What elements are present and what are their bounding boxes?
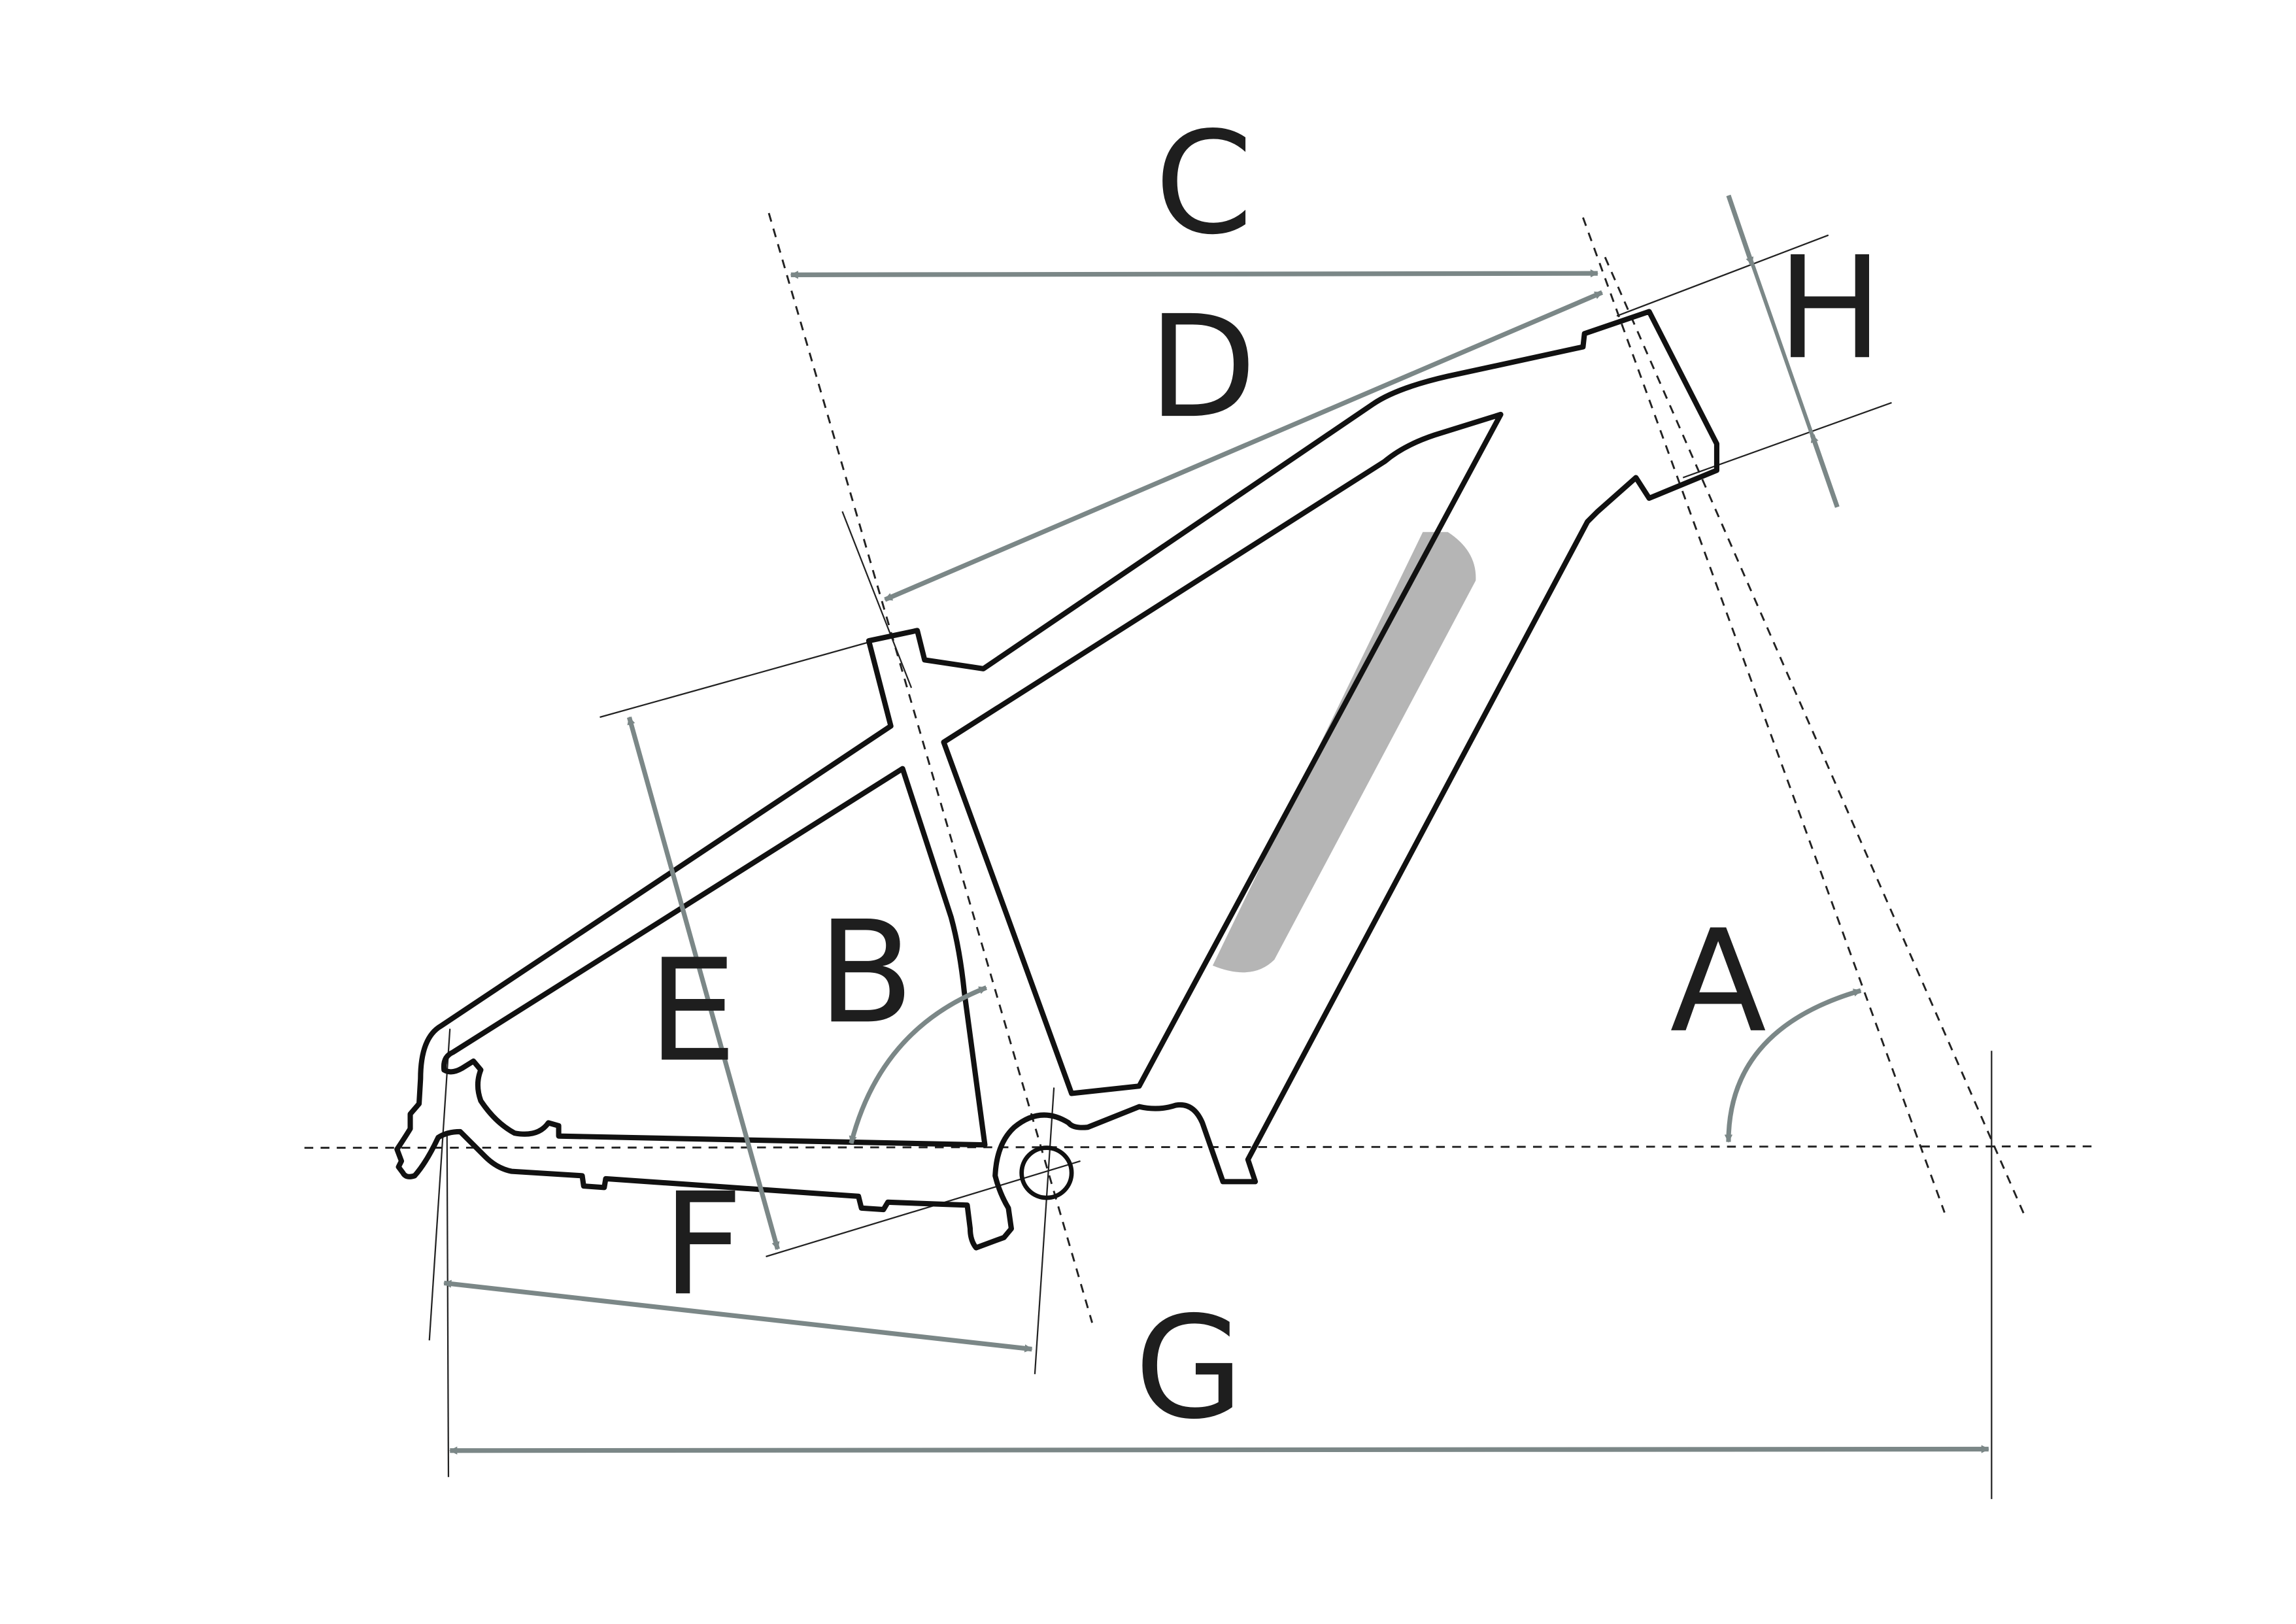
dimension-h-arrow-bottom: [1810, 434, 1840, 508]
dimension-a-arc: [1724, 988, 1862, 1143]
frame-front-triangle-inner: [941, 411, 1504, 1096]
battery-shape: [1212, 532, 1476, 973]
dimension-c-arrow: [790, 269, 1599, 279]
label-b: B: [817, 890, 914, 1055]
label-f: F: [662, 1162, 743, 1327]
rear-axle-vertical-line: [428, 1028, 451, 1341]
label-c: C: [1155, 101, 1253, 265]
seat-height-top-line: [599, 638, 879, 719]
frame-front-triangle-outer: [394, 309, 1720, 1251]
dimension-f-arrow: [443, 1279, 1033, 1353]
rear-axle-g-vertical-line: [446, 1131, 450, 1478]
head-tube-axis-dashed-line-2: [1604, 256, 2025, 1215]
label-g: G: [1134, 1286, 1243, 1450]
label-e: E: [648, 929, 737, 1093]
dimension-b-arc: [849, 985, 988, 1145]
seat-tube-top-normal-line: [841, 511, 913, 688]
dimension-d-arrow: [884, 290, 1604, 602]
dimension-arrows: [443, 194, 1990, 1455]
frame-rear-triangle-inner: [441, 766, 988, 1148]
dimension-e-arrow: [627, 716, 780, 1250]
label-a: A: [1670, 900, 1766, 1064]
head-tube-top-line: [1616, 234, 1829, 317]
bb-vertical-line: [1034, 1087, 1055, 1374]
label-d: D: [1148, 285, 1257, 449]
dimension-labels: A B C D E F G H: [648, 101, 1883, 1450]
seat-tube-axis-dashed-line: [768, 212, 1093, 1323]
bb-offset-line: [766, 1160, 1081, 1258]
dimension-h-arrow-top: [1726, 194, 1755, 265]
bottom-bracket-circle: [1019, 1145, 1074, 1200]
bb-horizontal-dashed-line: [304, 1145, 2095, 1149]
guide-lines: [304, 212, 2095, 1499]
dimension-g-arrow: [448, 1445, 1990, 1455]
frame-outline: [394, 309, 1720, 1251]
label-h: H: [1777, 226, 1883, 390]
